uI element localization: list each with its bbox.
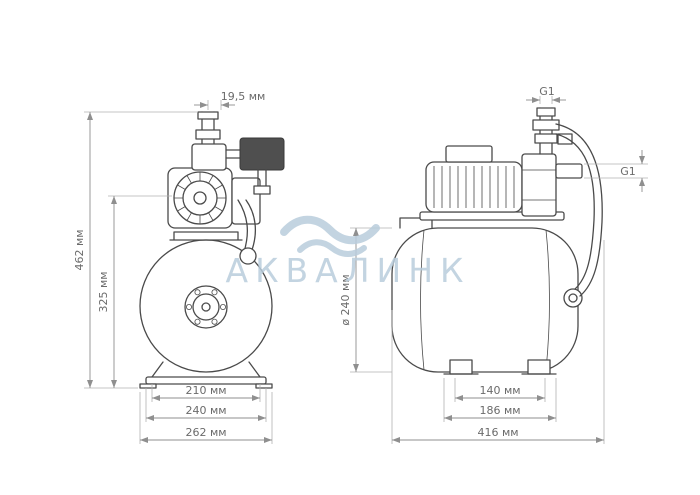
- dim-tank-diameter: ø 240 мм: [339, 227, 392, 373]
- dim-total-height: 462 мм: [73, 111, 198, 389]
- side-tank: [391, 227, 583, 375]
- dim-label-top-thread: G1: [539, 85, 555, 98]
- watermark: АКВАЛИНК: [226, 215, 471, 290]
- dim-label-total-length: 416 мм: [477, 426, 518, 439]
- dim-feet-spacing: 140 мм: [454, 378, 546, 402]
- front-tank-stand: [139, 361, 273, 389]
- dim-label-pump-center-height: 325 мм: [97, 271, 110, 312]
- dim-total-length: 416 мм: [391, 240, 605, 444]
- dim-feet-base-width: 186 мм: [443, 378, 557, 422]
- dim-label-side-thread: G1: [620, 165, 636, 178]
- dim-label-stand-width: 210 мм: [185, 384, 226, 397]
- motor-fan-cover: [173, 171, 227, 225]
- dim-label-tank-diameter: ø 240 мм: [339, 274, 352, 325]
- pump-bracket: [169, 231, 243, 241]
- watermark-brand-text: АКВАЛИНК: [226, 251, 471, 290]
- dim-base-width: 240 мм: [145, 388, 267, 422]
- dim-label-total-width: 262 мм: [185, 426, 226, 439]
- dim-total-width: 262 мм: [139, 392, 273, 444]
- dim-label-feet-base-width: 186 мм: [479, 404, 520, 417]
- dim-side-thread: G1: [584, 150, 648, 192]
- front-tank: [139, 239, 273, 373]
- suction-pipe: [191, 111, 227, 171]
- pressure-switch: [225, 137, 285, 195]
- dim-stand-width: 210 мм: [151, 384, 261, 402]
- flex-hose: [555, 123, 603, 297]
- flange-bolts: [185, 289, 226, 325]
- dim-label-top-offset: 19,5 мм: [221, 90, 266, 103]
- dim-pump-center-height: 325 мм: [97, 195, 172, 388]
- front-view: 19,5 мм 462 мм 325 мм 210 мм 240 мм: [73, 90, 285, 444]
- dim-label-feet-spacing: 140 мм: [479, 384, 520, 397]
- wave-icon: [280, 215, 380, 257]
- dim-top-thread: G1: [526, 85, 566, 104]
- tank-connection-hose: [237, 199, 257, 265]
- side-pump: [399, 107, 603, 297]
- front-pump: [167, 111, 285, 265]
- dim-top-offset: 19,5 мм: [194, 90, 265, 110]
- side-view: G1 G1 ø 240 мм 140 мм 186 мм: [339, 85, 648, 444]
- discharge-pipe: [532, 107, 583, 179]
- dim-label-base-width: 240 мм: [185, 404, 226, 417]
- dim-label-total-height: 462 мм: [73, 229, 86, 270]
